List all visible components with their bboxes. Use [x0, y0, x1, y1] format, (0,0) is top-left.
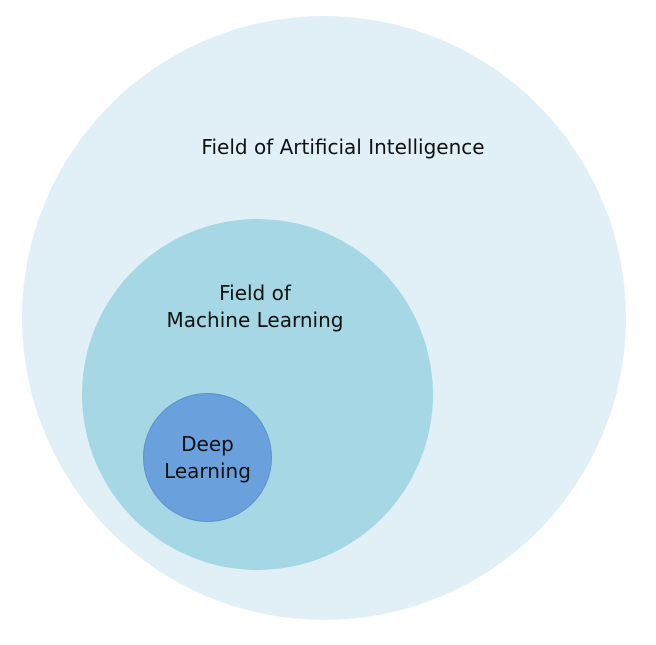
machine-learning-label-line-2: Machine Learning [166, 308, 344, 332]
machine-learning-label: Field of Machine Learning [145, 280, 365, 334]
machine-learning-circle [82, 219, 433, 570]
deep-learning-circle [143, 393, 272, 522]
deep-learning-label: Deep Learning [143, 431, 272, 485]
artificial-intelligence-label: Field of Artificial Intelligence [180, 134, 506, 161]
machine-learning-label-line-1: Field of [219, 281, 291, 305]
deep-learning-label-line-1: Deep [181, 432, 234, 456]
artificial-intelligence-label-text: Field of Artificial Intelligence [201, 135, 485, 159]
deep-learning-label-line-2: Learning [164, 459, 251, 483]
